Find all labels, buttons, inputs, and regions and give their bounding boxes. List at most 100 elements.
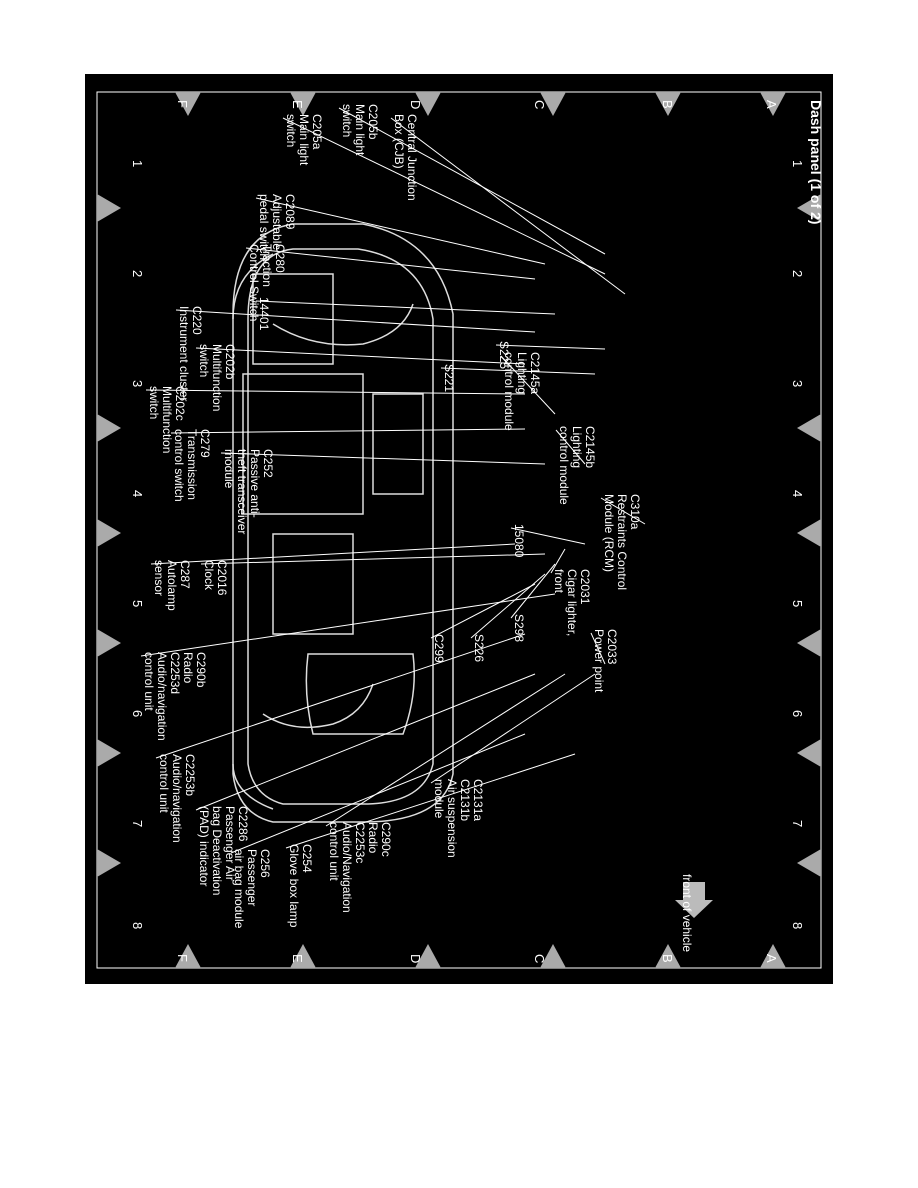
label-c2145b: C2145bLightingcontrol module [557,426,597,505]
leader-c252 [220,452,546,465]
label-s226: S226 [472,634,486,662]
label-c287: C287Autolampsensor [152,560,192,611]
grid-col-6-bottom: 6 [130,710,145,717]
label-15080-line-0: 15080 [512,524,526,558]
label-c2089-line-1: Adjustable [270,194,284,250]
label-c205a-line-0: C205a [310,114,324,150]
leader-s221 [440,367,596,375]
label-14401-line-0: 14401 [257,297,271,331]
label-c202c-line-2: switch [147,386,161,419]
label-c280-line-2: Control Switch [247,244,261,321]
leader-c2089 [255,197,546,265]
label-c2033-line-0: C2033 [605,629,619,665]
leader-s298 [510,563,556,619]
label-c252-line-1: Passive anti- [248,449,262,518]
label-c2131-line-3: module [432,779,446,819]
leader-c290c [325,673,566,827]
grid-col-5-top: 5 [790,600,805,607]
label-c287-line-1: Autolamp [165,560,179,611]
leader-c220 [175,309,536,333]
label-c290b-line-0: C290b [194,652,208,688]
label-c290c-line-2: C2253c [353,822,367,863]
grid-markers-left-right [97,194,821,877]
label-c299: C299 [432,634,446,663]
label-c290c-line-0: C290c [379,822,393,857]
leader-c2031 [550,548,566,574]
leader-c287 [150,543,516,565]
grid-row-D-bottom: D [408,954,423,963]
leader-c290b [140,593,556,657]
label-c2031-line-0: C2031 [578,569,592,605]
label-c256-line-2: air bag module [232,849,246,929]
grid-col-1-top: 1 [790,160,805,167]
grid-row-E-bottom: E [290,954,305,963]
label-c2131-line-2: Air suspension [445,779,459,858]
grid-row-E-top: E [290,100,305,109]
label-c256-line-1: Passenger [245,849,259,906]
label-c290c-line-1: Radio [366,822,380,854]
label-c2253b-line-0: C2253b [183,754,197,796]
grid-row-C-top: C [532,100,547,109]
label-c2145a-line-2: control module [502,352,516,431]
label-c299-line-0: C299 [432,634,446,663]
grid-row-A-top: A [764,100,779,109]
label-c279-line-2: control switch [172,429,186,502]
leader-c254 [285,753,576,849]
label-c310a: C310aRestraints ControlModule (RCM) [602,494,642,590]
leader-c202c [145,389,526,395]
label-c290b: C290bRadioC2253dAudio/navigationcontrol … [142,652,208,741]
grid-col-4-top: 4 [790,490,805,497]
grid-col-7-top: 7 [790,820,805,827]
label-c252-line-2: theft transceiver [235,449,249,534]
label-c205a-line-2: switch [284,114,298,147]
label-c252: C252Passive anti-theft transceivermodule [222,449,275,534]
label-c2286-line-0: C2286 [236,806,250,842]
label-c279: C279Transmissioncontrol switch [172,429,212,502]
grid-col-3-top: 3 [790,380,805,387]
leader-cjb [390,117,626,295]
label-c2131: C2131aC2131bAir suspensionmodule [432,779,485,858]
label-c280-line-0: C280 [273,244,287,273]
leader-c2145b [555,429,586,465]
label-c2145a-line-0: C2145a [528,352,542,394]
leader-c202b [195,347,526,365]
grid-col-3-bottom: 3 [130,380,145,387]
grid-col-7-bottom: 7 [130,820,145,827]
leader-c2286 [195,673,536,811]
leader-15080 [510,527,586,545]
grid-col-2-top: 2 [790,270,805,277]
label-c310a-line-1: Restraints Control [615,494,629,590]
label-c290b-line-3: Audio/navigation [155,652,169,741]
label-c2253b-line-2: control unit [157,754,171,813]
front-of-vehicle-arrow [675,882,713,918]
label-c310a-line-2: Module (RCM) [602,494,616,572]
label-c2016-line-1: Clock [202,560,216,591]
leader-c205b [338,107,606,255]
label-c2286-line-1: Passenger Air [223,806,237,881]
label-c2145b-line-2: control module [557,426,571,505]
label-c2016: C2016Clock [202,560,229,596]
label-c202b-line-2: switch [197,344,211,377]
label-c202c-line-1: Multifunction [160,386,174,453]
grid-row-B-top: B [660,100,675,109]
leader-c280 [245,247,536,280]
label-14401: 14401 [257,297,271,331]
grid-col-8-top: 8 [790,922,805,929]
label-c254-line-0: C254 [300,844,314,873]
leader-c310a [600,497,646,525]
leader-c205a [282,117,606,275]
label-c290c-line-3: Audio/Navigation [340,822,354,913]
grid-row-F-top: F [175,100,190,108]
label-c2286-line-3: (PAD) indicator [197,806,211,886]
label-c256-line-0: C256 [258,849,272,878]
label-c2089: C2089Adjustablepedal switch [257,194,297,260]
grid-markers-top-bottom [175,92,786,968]
label-c202b-line-0: C202b [223,344,237,380]
grid-col-1-bottom: 1 [130,160,145,167]
label-cjb-line-0: Central Junction [405,114,419,201]
label-c205b: C205bMain lightswitch [340,104,380,156]
label-c2145b-line-0: C2145b [583,426,597,468]
leader-lines [140,107,646,854]
